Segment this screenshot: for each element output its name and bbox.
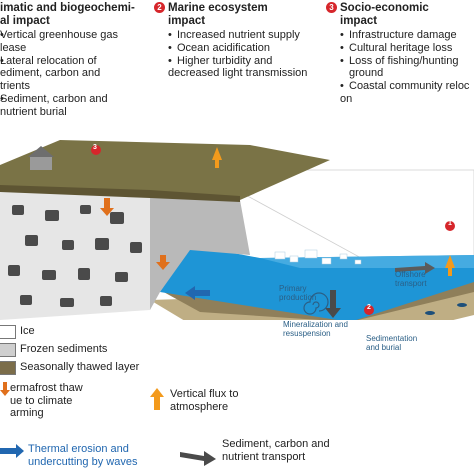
item-line: Loss of fishing/hunting (349, 54, 459, 67)
item-line: Higher turbidity and (177, 54, 273, 67)
item-line: Ocean acidification (177, 41, 270, 54)
house-icon (28, 146, 54, 170)
sedimentation-label: Sedimentation and burial (366, 334, 417, 352)
item-line: decreased light transmission (168, 67, 308, 80)
legend-line: Vertical flux to (170, 388, 239, 400)
resuspension-spiral (303, 292, 329, 315)
badge-3: 3 (326, 2, 337, 14)
offshore-arrow (395, 262, 435, 274)
item-line: Sediment, carbon and (0, 92, 108, 105)
primary-production-label: Primary production (279, 284, 316, 302)
column-1-title-line: al impact (0, 14, 50, 27)
list-item: Sediment, carbon and nutrient burial (0, 93, 150, 119)
column-2-list: Increased nutrient supply Ocean acidific… (168, 29, 324, 80)
label-line: Mineralization and (283, 320, 348, 329)
permafrost-thaw-arrow-icon (0, 382, 10, 396)
legend-permafrost: ermafrost thaw ue to climate arming (10, 382, 83, 420)
item-line: ground (349, 67, 384, 80)
list-item: Higher turbidity and decreased light tra… (168, 55, 324, 81)
list-item: Vertical greenhouse gas lease (0, 29, 150, 55)
fish-icon (425, 303, 467, 315)
list-item: Infrastructure damage (340, 29, 474, 42)
legend-thermal: Thermal erosion and undercutting by wave… (28, 443, 137, 468)
badge-2: 2 (154, 2, 165, 14)
item-line: trients (0, 80, 30, 93)
thawed-layer (0, 185, 240, 202)
thermal-erosion-arrow (185, 286, 210, 300)
legend: Ice Frozen sediments Seasonally thawed l… (0, 322, 474, 474)
legend-line: arming (10, 407, 44, 419)
legend-thawed: Seasonally thawed layer (20, 361, 140, 373)
marker-1: 1 (448, 220, 452, 227)
label-line: resuspension (283, 329, 331, 338)
legend-sediment-transport: Sediment, carbon and nutrient transport (222, 438, 330, 463)
item-line: lease (0, 41, 27, 54)
sedimentation-arrow (325, 290, 341, 318)
label-line: Sedimentation (366, 334, 418, 343)
list-item: Cultural heritage loss (340, 42, 474, 55)
column-1-title-line: imatic and biogeochemi- (0, 2, 135, 14)
label-line: Primary (279, 284, 307, 293)
cliff-side (150, 195, 250, 310)
vertical-flux-arrow-icon (150, 388, 164, 410)
item-line: Vertical greenhouse gas (0, 29, 119, 41)
impact-column-1: imatic and biogeochemi- al impact Vertic… (0, 2, 150, 119)
column-3-title-line: Socio-economic (340, 2, 429, 14)
vertical-flux-arrows (212, 147, 455, 276)
thawed-swatch (0, 361, 16, 375)
label-line: production (279, 293, 317, 302)
item-line: Coastal community reloc (349, 80, 470, 93)
list-item: Increased nutrient supply (168, 29, 324, 42)
item-line: Cultural heritage loss (349, 41, 453, 54)
column-3-title-line: impact (340, 14, 378, 27)
legend-ice: Ice (20, 325, 35, 337)
item-line: ediment, carbon and (0, 67, 101, 80)
legend-line: Sediment, carbon and (222, 438, 330, 450)
marker-2: 2 (367, 304, 371, 311)
legend-line: undercutting by waves (28, 455, 138, 468)
item-line: nutrient burial (0, 105, 67, 118)
item-line: Increased nutrient supply (177, 29, 300, 41)
legend-line: nutrient transport (222, 450, 306, 463)
thaw-arrows (100, 198, 170, 270)
column-3-list: Infrastructure damage Cultural heritage … (340, 29, 474, 106)
label-line: Offshore (395, 270, 426, 279)
legend-line: ermafrost thaw (10, 382, 83, 394)
tundra-surface (0, 140, 330, 200)
item-line: Infrastructure damage (349, 29, 457, 41)
column-1-title: imatic and biogeochemi- al impact (0, 2, 150, 27)
ice-swatch (0, 325, 16, 339)
item-line: Lateral relocation of (0, 54, 97, 67)
list-item: Coastal community reloc on (340, 80, 474, 106)
coastal-erosion-diagram (0, 140, 474, 320)
thermal-erosion-arrow-icon (0, 444, 24, 458)
frozen-swatch (0, 343, 16, 357)
legend-line: atmosphere (170, 400, 229, 413)
legend-vertical: Vertical flux to atmosphere (170, 388, 238, 413)
column-2-title-line: Marine ecosystem (168, 2, 268, 14)
marker-3: 3 (93, 144, 97, 151)
legend-line: Thermal erosion and (28, 443, 129, 455)
legend-frozen: Frozen sediments (20, 343, 108, 355)
list-item: Loss of fishing/hunting ground (340, 55, 474, 81)
sediment-transport-arrow-icon (180, 451, 216, 466)
label-line: and burial (366, 343, 402, 352)
offshore-transport-label: Offshore transport (395, 270, 427, 288)
label-line: transport (395, 279, 427, 288)
ice-wedge-blocks (8, 205, 142, 307)
list-item: Ocean acidification (168, 42, 324, 55)
column-2-title-line: impact (168, 14, 206, 27)
ice-floes (274, 249, 362, 265)
column-1-list: Vertical greenhouse gas lease Lateral re… (0, 29, 150, 119)
legend-line: ue to climate (10, 394, 73, 407)
mineralization-label: Mineralization and resuspension (283, 320, 348, 338)
marker-badges (91, 145, 455, 315)
item-line: on (340, 92, 353, 105)
list-item: Lateral relocation of ediment, carbon an… (0, 55, 150, 93)
